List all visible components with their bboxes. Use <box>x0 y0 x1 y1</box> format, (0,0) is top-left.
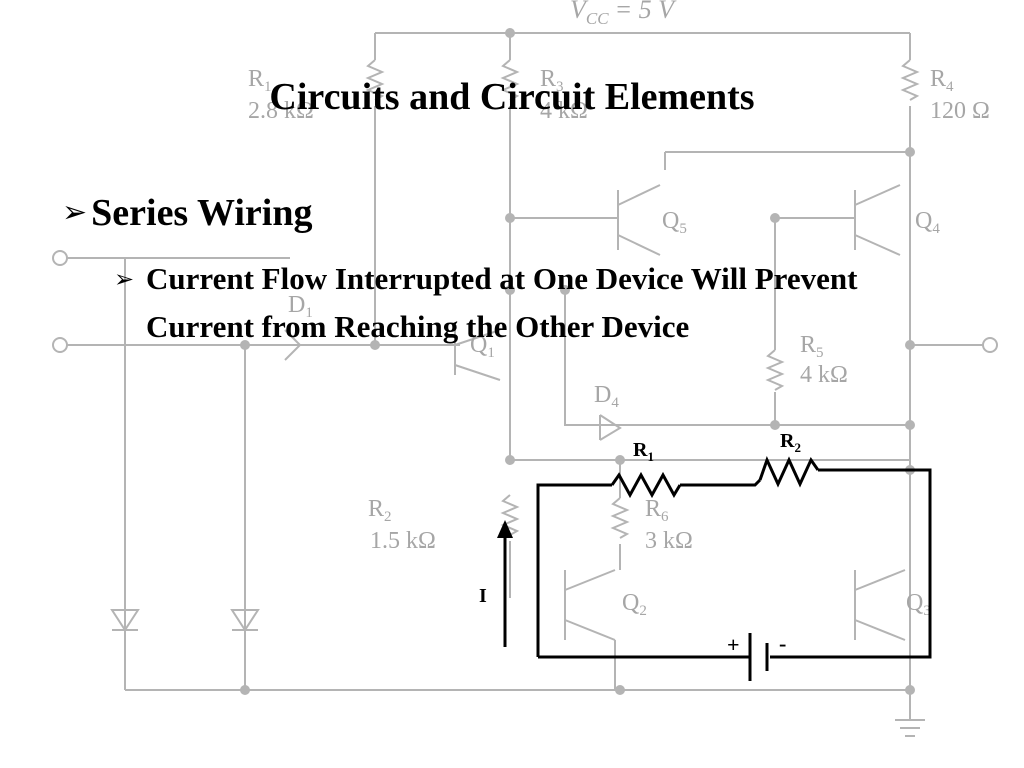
bg-r4-sub: 4 <box>946 79 954 95</box>
bg-vcc-sub: CC <box>586 9 609 28</box>
bullet-level-1: ➢Series Wiring <box>62 190 312 236</box>
r1-label: R <box>633 439 648 461</box>
r1-subscript: 1 <box>647 449 654 464</box>
svg-text:R1: R1 <box>633 439 654 464</box>
bg-r5-label: R <box>800 332 816 358</box>
bg-r2-sub: 2 <box>384 509 392 525</box>
bg-d1-sub: 1 <box>305 305 313 321</box>
battery-plus-label: + <box>727 632 740 657</box>
bg-r6-label: R <box>645 496 661 522</box>
bg-q1-sub: 1 <box>487 345 495 361</box>
bg-r6-sub: 6 <box>661 509 669 525</box>
svg-text:Q1: Q1 <box>470 332 495 361</box>
bg-q5-sub: 5 <box>679 221 687 237</box>
svg-text:Q3: Q3 <box>906 590 931 619</box>
bg-q3-label: Q <box>906 590 923 616</box>
bg-q1-label: Q <box>470 332 487 358</box>
svg-text:Q5: Q5 <box>662 208 687 237</box>
svg-text:R2: R2 <box>780 430 801 455</box>
bg-r5-value: 4 kΩ <box>800 362 848 388</box>
bullet-level-1-text: Series Wiring <box>91 192 313 234</box>
bg-d4-label: D <box>594 382 611 408</box>
bg-vcc-label: V <box>570 0 589 24</box>
circuit-wire-top-mid <box>680 478 762 487</box>
bg-r3-label: R <box>540 66 556 92</box>
svg-text:Q2: Q2 <box>622 590 647 619</box>
current-arrow-head-icon <box>497 520 513 538</box>
bg-d4-sub: 4 <box>611 395 619 411</box>
battery-icon <box>748 633 769 681</box>
svg-text:D1: D1 <box>288 292 313 321</box>
circuit-wire-right <box>770 468 932 659</box>
bg-q2-sub: 2 <box>639 603 647 619</box>
bg-vcc-value: = 5 V <box>615 0 678 24</box>
bg-r3-value: 4 kΩ <box>540 98 588 124</box>
svg-text:Q4: Q4 <box>915 208 940 237</box>
r2-subscript: 2 <box>794 440 801 455</box>
circuit-wire-top-left <box>536 483 612 657</box>
svg-text:R4: R4 <box>930 66 954 95</box>
bg-r1-sub: 1 <box>264 79 272 95</box>
svg-text:R2: R2 <box>368 496 392 525</box>
bg-q2-label: Q <box>622 590 639 616</box>
bg-r5-sub: 5 <box>816 345 824 361</box>
resistor-r2-icon <box>758 455 820 488</box>
bg-q4-sub: 4 <box>932 221 940 237</box>
resistor-r1-icon <box>610 471 682 499</box>
bg-r4-value: 120 Ω <box>930 98 990 124</box>
battery-minus-label: - <box>779 631 786 656</box>
bg-r3-sub: 3 <box>556 79 564 95</box>
svg-text:R1: R1 <box>248 66 272 95</box>
bg-r4-label: R <box>930 66 946 92</box>
current-label: I <box>479 585 487 607</box>
svg-text:R6: R6 <box>645 496 669 525</box>
r2-label: R <box>780 430 795 452</box>
bullet-level-2: ➢ Current Flow Interrupted at One Device… <box>114 255 914 351</box>
bg-d1-label: D <box>288 292 305 318</box>
bg-r6-value: 3 kΩ <box>645 528 693 554</box>
bg-q4-label: Q <box>915 208 932 234</box>
svg-text:VCC= 5 V: VCC = 5 V <box>570 0 677 28</box>
bg-r2-label: R <box>368 496 384 522</box>
arrow-bullet-icon: ➢ <box>114 265 135 293</box>
bg-q5-label: Q <box>662 208 679 234</box>
svg-text:D4: D4 <box>594 382 619 411</box>
arrow-bullet-icon: ➢ <box>62 195 88 230</box>
slide-title: Circuits and Circuit Elements <box>269 76 755 118</box>
svg-text:R5: R5 <box>800 332 824 361</box>
bg-r2-value: 1.5 kΩ <box>370 528 436 554</box>
bg-r1-label: R <box>248 66 264 92</box>
bullet-level-2-text: Current Flow Interrupted at One Device W… <box>146 261 858 344</box>
bg-q3-sub: 3 <box>923 603 931 619</box>
bg-r1-value: 2.8 kΩ <box>248 98 314 124</box>
svg-text:R3: R3 <box>540 66 564 95</box>
